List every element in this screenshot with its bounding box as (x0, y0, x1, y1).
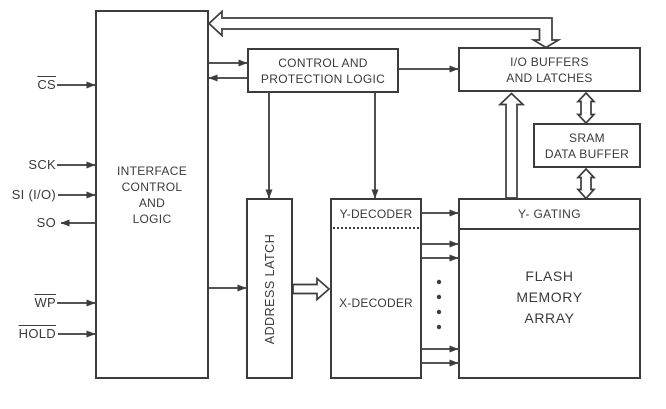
control-protection-logic-block: CONTROL AND PROTECTION LOGIC (247, 48, 399, 93)
pin-hold-label: HOLD (18, 326, 56, 341)
sram-data-buffer-block: SRAM DATA BUFFER (533, 123, 641, 168)
address-latch-label: ADDRESS LATCH (262, 233, 277, 344)
pin-wp-label: WP (34, 295, 56, 310)
control-protection-logic-label: CONTROL AND PROTECTION LOGIC (260, 55, 386, 86)
sram-ygating-bidirectional-arrow (576, 167, 596, 200)
sram-data-buffer-label: SRAM DATA BUFFER (544, 130, 630, 161)
pin-sck-label: SCK (28, 157, 56, 172)
pin-so-label: SO (36, 215, 56, 230)
interface-control-logic-label: INTERFACE CONTROL AND LOGIC (116, 163, 188, 226)
x-decoder-label: X-DECODER (339, 296, 413, 310)
flash-memory-array-block: Y- GATING FLASH MEMORY ARRAY (458, 198, 641, 379)
flash-memory-array-label: FLASH MEMORY ARRAY (516, 268, 583, 326)
y-decoder-label: Y-DECODER (339, 206, 413, 221)
interface-control-logic-block: INTERFACE CONTROL AND LOGIC (95, 10, 209, 379)
iobuffers-sram-bidirectional-arrow (576, 91, 596, 125)
ygating-to-iobuffers-bus-arrow (497, 92, 526, 199)
pin-cs-label: CS (37, 77, 56, 92)
decoder-block: Y-DECODER X-DECODER (330, 198, 422, 379)
io-buffers-latches-block: I/O BUFFERS AND LATCHES (458, 47, 641, 92)
wordline-ellipsis-dots (436, 279, 442, 330)
interface-iobuffers-bus-arrow (207, 9, 562, 49)
address-latch-to-xdecoder-bus-arrow (292, 276, 331, 302)
y-gating-label: Y- GATING (460, 200, 639, 230)
address-latch-block: ADDRESS LATCH (246, 198, 293, 379)
pin-si-label: SI (I/O) (11, 187, 56, 202)
io-buffers-latches-label: I/O BUFFERS AND LATCHES (506, 54, 593, 85)
decoder-dotted-divider (333, 227, 419, 229)
